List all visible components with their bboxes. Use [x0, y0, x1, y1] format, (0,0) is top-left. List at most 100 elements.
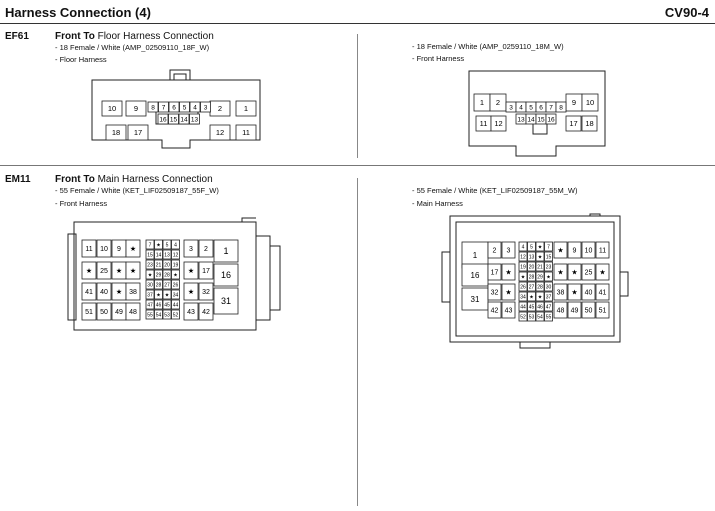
pin-label: 37: [546, 294, 552, 300]
pin-cell: [518, 251, 528, 262]
pin-label: 38: [557, 290, 565, 297]
pin-cell: [518, 241, 528, 252]
pin-cell: [535, 271, 545, 282]
pin-label: 25: [100, 268, 108, 275]
pin-label: 45: [529, 304, 535, 310]
pin-label: 18: [112, 128, 120, 137]
pin-cell: [162, 259, 172, 270]
pin-label: ★: [546, 274, 551, 280]
pin-label: 7: [547, 244, 550, 250]
pin-label: 29: [537, 274, 543, 280]
pin-cell: [527, 251, 536, 262]
pin-label: 7: [549, 104, 553, 111]
pin-label: 28: [156, 282, 162, 288]
pin-cell: [487, 283, 502, 301]
pin-label: 44: [173, 302, 179, 308]
pin-label: 10: [100, 246, 108, 253]
pin-label: 19: [520, 264, 526, 270]
pin-cell: [213, 239, 239, 263]
connector-spec-left: - 18 Female / White (AMP_02509110_18F_W): [55, 43, 210, 52]
pin-cell: [154, 289, 163, 300]
pin-cell: [81, 239, 97, 258]
pin-cell: [581, 241, 596, 259]
pin-label: ★: [188, 288, 194, 296]
pin-label: 17: [569, 119, 577, 128]
pin-cell: [490, 115, 507, 132]
pin-cell: [544, 271, 553, 282]
pin-label: 12: [494, 119, 502, 128]
pin-cell: [183, 282, 199, 301]
section-id-ef61: EF61: [5, 31, 29, 42]
pin-label: 2: [496, 98, 500, 107]
pin-label: 26: [520, 284, 526, 290]
pin-cell: [168, 101, 180, 113]
pin-cell: [235, 124, 257, 141]
pin-cell: [553, 263, 568, 281]
title-rest: Floor Harness Connection: [97, 31, 214, 42]
pin-cell: [535, 291, 545, 302]
pin-cell: [535, 281, 545, 292]
pin-label: 18: [585, 119, 593, 128]
pin-cell: [171, 249, 180, 260]
pin-label: 13: [164, 252, 170, 258]
pin-cell: [501, 263, 516, 281]
pin-label: 54: [537, 314, 543, 320]
pin-cell: [213, 263, 239, 287]
pin-label: 10: [585, 248, 593, 255]
pin-label: 1: [480, 98, 484, 107]
pin-label: ★: [130, 245, 136, 253]
pin-label: 34: [173, 292, 179, 298]
pin-label: 23: [147, 262, 153, 268]
pin-cell: [154, 279, 163, 290]
pin-label: 42: [491, 308, 499, 315]
pin-cell: [154, 239, 163, 250]
pin-cell: [157, 113, 169, 125]
pin-cell: [125, 239, 141, 258]
pin-label: 5: [166, 242, 169, 248]
pin-label: 34: [520, 294, 526, 300]
pin-cell: [595, 301, 610, 319]
pin-label: 15: [170, 116, 178, 123]
pin-label: 47: [546, 304, 552, 310]
pin-label: ★: [116, 288, 122, 296]
pin-cell: [527, 261, 536, 272]
pin-cell: [518, 271, 528, 282]
pin-label: 6: [172, 104, 176, 111]
pin-cell: [125, 261, 141, 280]
pin-label: 27: [529, 284, 535, 290]
pin-cell: [527, 271, 536, 282]
pin-cell: [581, 283, 596, 301]
pin-label: 20: [529, 264, 535, 270]
pin-cell: [198, 239, 214, 258]
pin-cell: [567, 241, 582, 259]
connector-spec-right: - 18 Female / White (AMP_0259110_18M_W): [412, 42, 564, 51]
pin-cell: [518, 301, 528, 312]
pin-cell: [567, 283, 582, 301]
pin-cell: [125, 302, 141, 321]
pin-cell: [171, 279, 180, 290]
pin-label: 11: [242, 128, 250, 137]
pin-label: 48: [129, 309, 137, 316]
pin-label: 10: [108, 104, 116, 113]
pin-label: ★: [505, 289, 511, 297]
section-divider: [0, 165, 715, 166]
pin-label: 13: [529, 254, 535, 260]
pin-cell: [145, 259, 155, 270]
pin-label: 11: [85, 246, 92, 253]
section-title-em11: Front To Main Harness Connection: [55, 174, 213, 185]
connector-spec-left: - 55 Female / White (KET_LIF02509187_55F…: [55, 186, 219, 195]
pin-label: 5: [183, 104, 187, 111]
pin-label: ★: [571, 269, 577, 277]
pin-label: 52: [173, 312, 179, 318]
pin-cell: [171, 239, 180, 250]
pin-cell: [145, 249, 155, 260]
pin-cell: [535, 261, 545, 272]
pin-label: 8: [559, 104, 563, 111]
pin-cell: [581, 301, 596, 319]
pin-label: 40: [585, 290, 593, 297]
pin-label: 27: [164, 282, 170, 288]
pin-cell: [171, 259, 180, 270]
pin-label: 3: [189, 246, 193, 253]
